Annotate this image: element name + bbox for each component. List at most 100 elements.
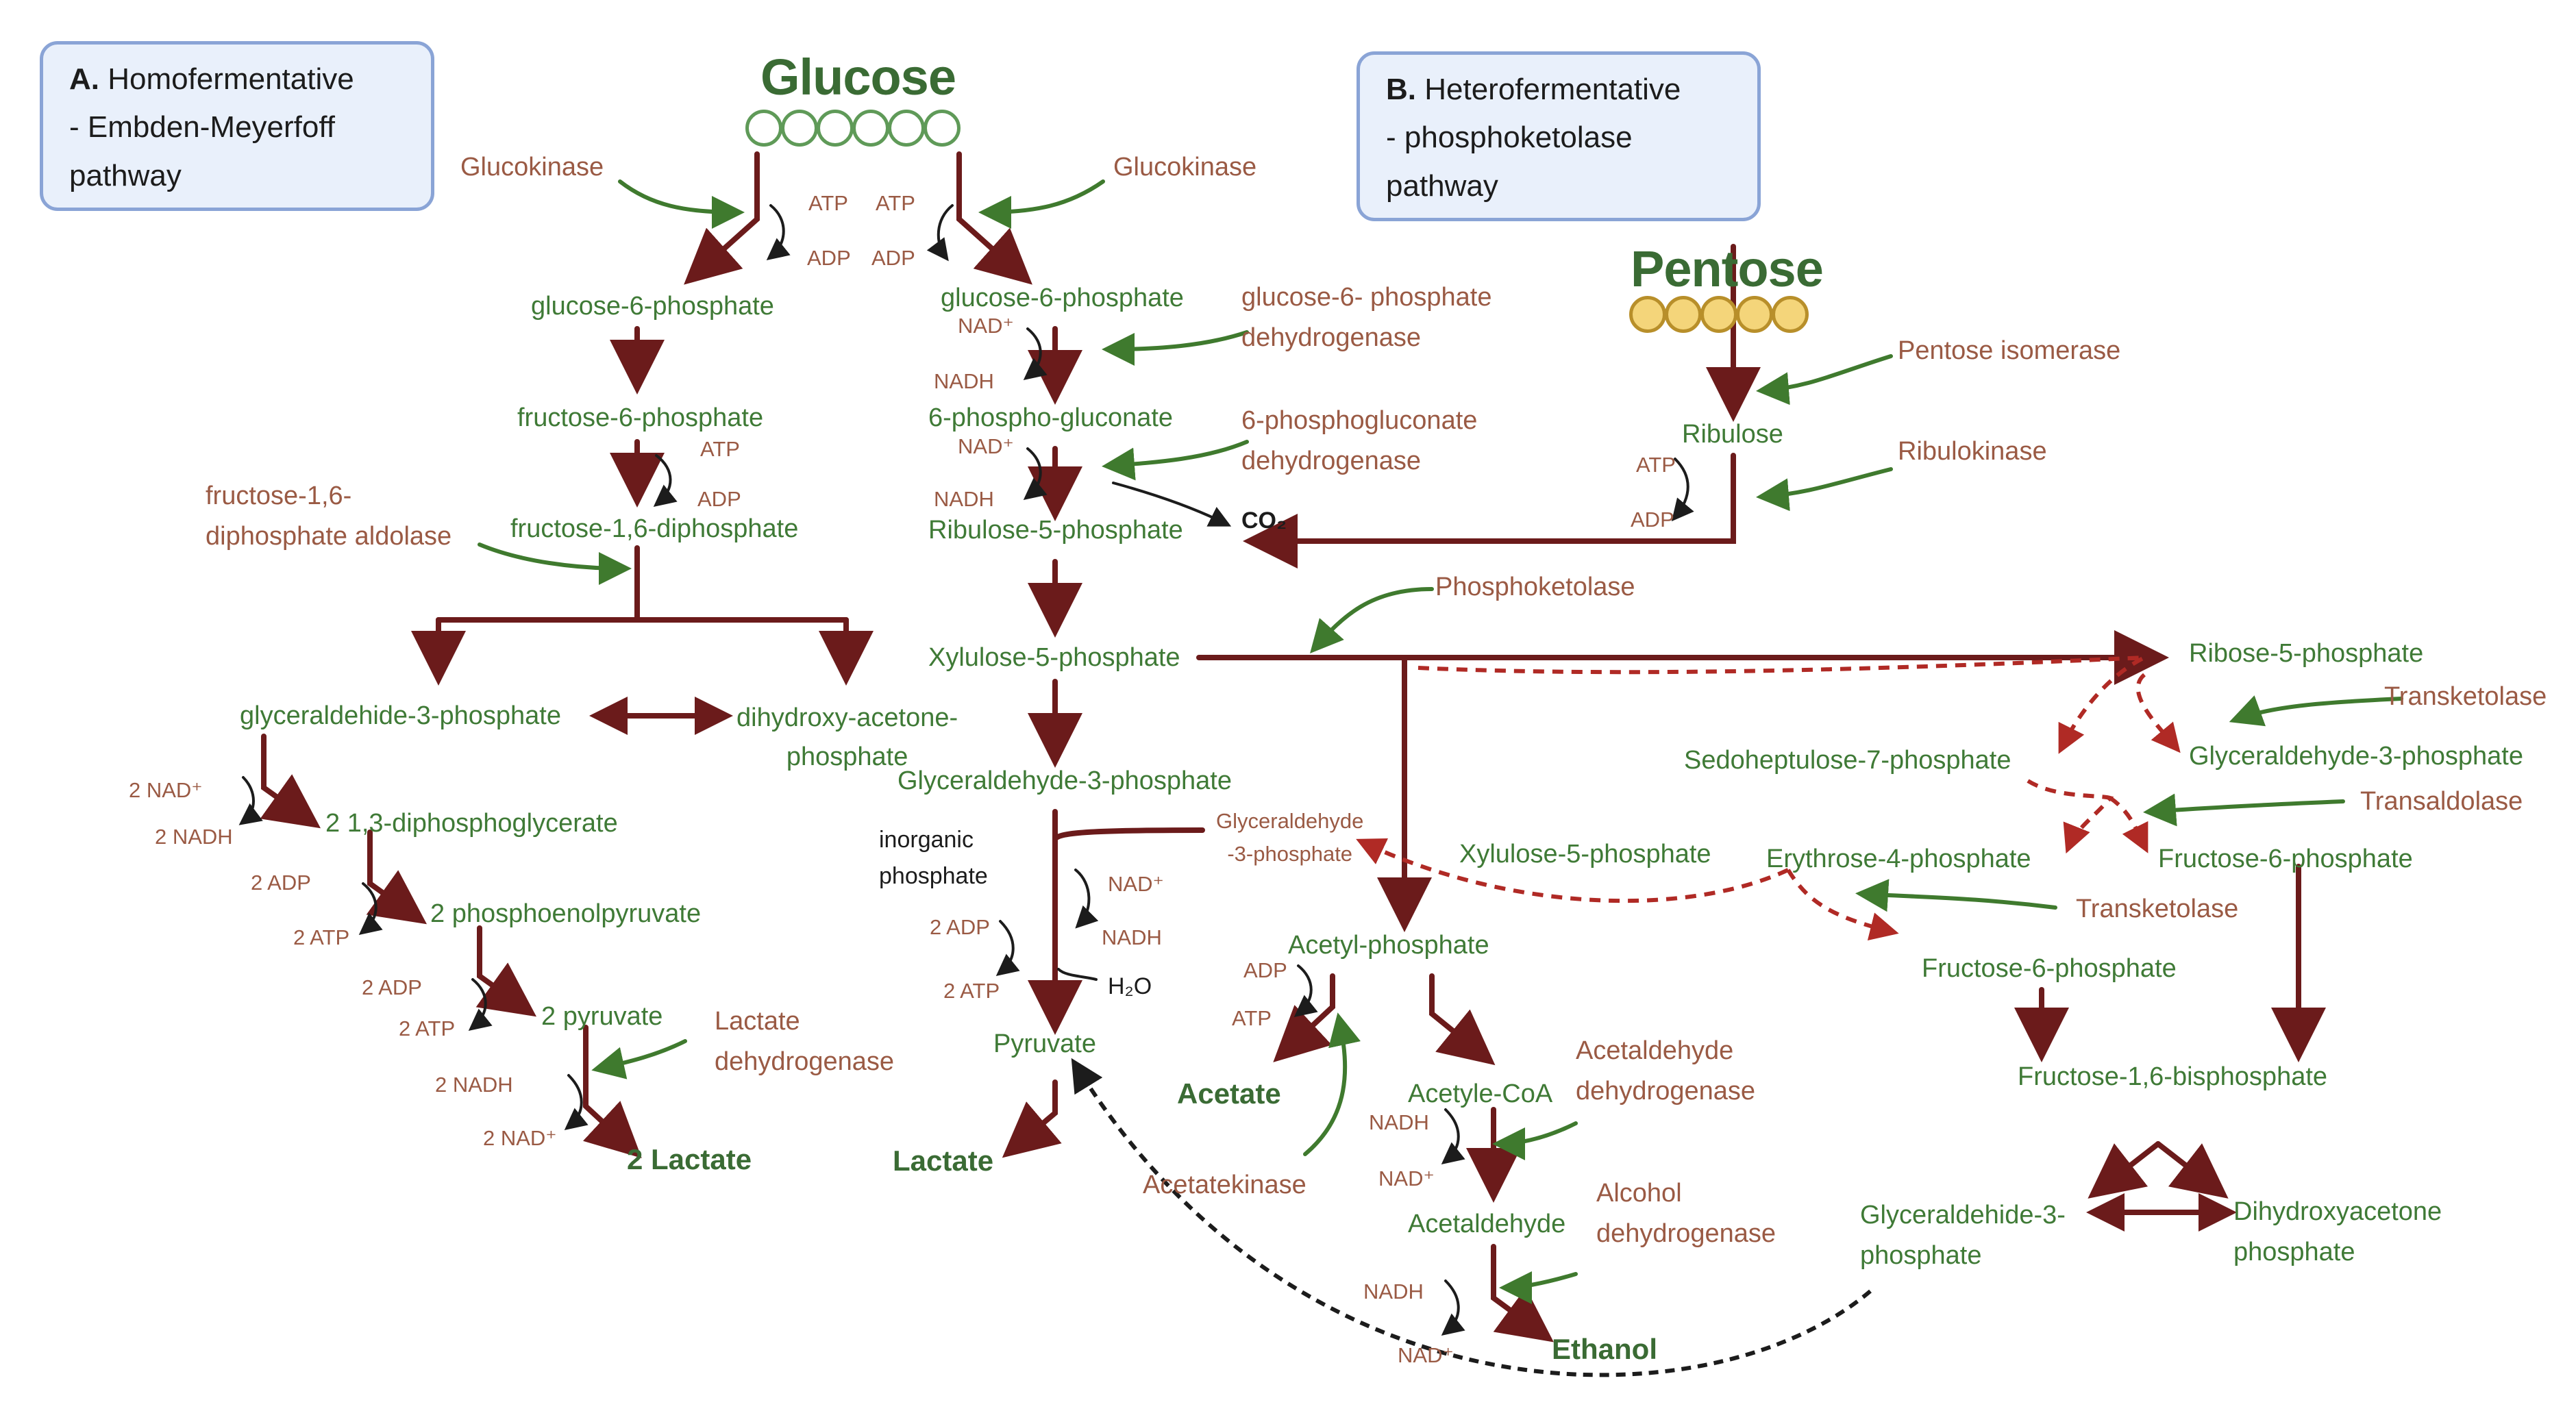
- homofermentative-box: A. Homofermentative - Embden-Meyerfoff p…: [40, 41, 434, 211]
- sedoheptulose-7-phosphate-label: Sedoheptulose-7-phosphate: [1684, 746, 2011, 775]
- erythrose-4-phosphate-label: Erythrose-4-phosphate: [1766, 845, 2031, 873]
- ribulose-label: Ribulose: [1682, 420, 1783, 449]
- cofactor-arrows: [238, 204, 1694, 1336]
- box-b-text: Heterofermentative - phosphoketolase pat…: [1386, 73, 1681, 203]
- hetero-g3p-label: Glyceraldehyde-3-phosphate: [897, 766, 1232, 795]
- homo-nadh1-label: 2 NADH: [155, 825, 233, 849]
- hetero-nad5-label: NAD⁺: [1398, 1343, 1454, 1367]
- homo-ldh-label: Lactate dehydrogenase: [715, 1007, 894, 1076]
- homo-atp4-label: 2 ATP: [399, 1016, 456, 1040]
- homo-glucokinase-label: Glucokinase: [460, 153, 604, 182]
- hetero-co2-label: CO₂: [1241, 508, 1287, 534]
- alcohol-dehydrogenase-label: Alcohol dehydrogenase: [1596, 1179, 1776, 1248]
- heterofermentative-title: B. Heterofermentative - phosphoketolase …: [1386, 66, 1731, 210]
- glucose-title: Glucose: [760, 49, 956, 105]
- dashed-g3p-to-pyruvate-arrow: [1071, 1058, 1872, 1377]
- transketolase-2-label: Transketolase: [2076, 895, 2239, 923]
- acetate-label: Acetate: [1177, 1077, 1281, 1110]
- homo-adp3-label: 2 ADP: [251, 871, 311, 895]
- hetero-nad2-label: NAD⁺: [958, 434, 1014, 458]
- homo-atp-label: ATP: [808, 191, 848, 215]
- box-a-text: Homofermentative - Embden-Meyerfoff path…: [69, 62, 354, 192]
- homo-lactate-label: 2 Lactate: [627, 1143, 752, 1175]
- homo-pyruvate-label: 2 pyruvate: [541, 1002, 663, 1031]
- phosphoketolase-label: Phosphoketolase: [1435, 573, 1635, 601]
- pentose-g3p2-label: Glyceraldehide-3- phosphate: [1860, 1201, 2066, 1270]
- ethanol-label: Ethanol: [1552, 1333, 1657, 1365]
- hetero-nadh2-label: NADH: [934, 487, 994, 511]
- homo-dhap-label: dihydroxy-acetone- phosphate: [736, 703, 958, 771]
- homofermentative-title: A. Homofermentative - Embden-Meyerfoff p…: [69, 55, 405, 200]
- box-a-letter: A.: [69, 62, 99, 96]
- enzyme-arrows: [478, 179, 2403, 1304]
- hetero-nad4-label: NAD⁺: [1378, 1166, 1435, 1190]
- transaldolase-label: Transaldolase: [2360, 787, 2523, 816]
- transketolase-1-label: Transketolase: [2384, 682, 2547, 711]
- hetero-nadh4-label: NADH: [1369, 1110, 1429, 1134]
- homo-adp4-label: 2 ADP: [362, 975, 422, 999]
- h2o-label: H₂O: [1108, 973, 1152, 999]
- acetatekinase-label: Acetatekinase: [1143, 1171, 1306, 1199]
- homo-atp3-label: 2 ATP: [293, 925, 350, 949]
- hetero-adp2-label: 2 ADP: [930, 915, 990, 939]
- homo-f16dp-label: fructose-1,6-diphosphate: [510, 514, 799, 543]
- fructose-16-bisphosphate-label: Fructose-1,6-bisphosphate: [2018, 1062, 2328, 1091]
- pentose-dhap-label: Dihydroxyacetone phosphate: [2233, 1197, 2442, 1266]
- hetero-atp3-label: ATP: [1232, 1006, 1272, 1030]
- pentose-g3p-label: Glyceraldehyde-3-phosphate: [2189, 742, 2523, 771]
- hetero-ru5p-label: Ribulose-5-phosphate: [928, 516, 1183, 545]
- pentose-adp-label: ADP: [1631, 508, 1674, 532]
- hetero-glucokinase-label: Glucokinase: [1113, 153, 1257, 182]
- pentose-title: Pentose: [1631, 240, 1824, 297]
- homo-bpg-label: 2 1,3-diphosphoglycerate: [325, 809, 618, 838]
- homo-adp2-label: ADP: [697, 487, 741, 511]
- homo-nad2-label: 2 NAD⁺: [483, 1126, 557, 1150]
- acetyl-phosphate-label: Acetyl-phosphate: [1288, 931, 1489, 960]
- pentose-isomerase-label: Pentose isomerase: [1898, 336, 2121, 365]
- hetero-g6p-label: glucose-6-phosphate: [941, 284, 1184, 312]
- hetero-pgdh-label: 6-phosphogluconate dehydrogenase: [1241, 406, 1478, 475]
- ribose-5-phosphate-label: Ribose-5-phosphate: [2189, 639, 2424, 668]
- pentose-ring-icon: [1629, 296, 1809, 333]
- hetero-g6pdh-label: glucose-6- phosphate dehydrogenase: [1241, 283, 1492, 352]
- homo-adp-label: ADP: [807, 246, 851, 270]
- hetero-adp3-label: ADP: [1243, 958, 1287, 982]
- homo-g3p-label: glyceraldehide-3-phosphate: [240, 701, 561, 730]
- hetero-pg-label: 6-phospho-gluconate: [928, 403, 1174, 432]
- hetero-nad1-label: NAD⁺: [958, 314, 1014, 338]
- heterofermentative-box: B. Heterofermentative - phosphoketolase …: [1357, 51, 1761, 221]
- hetero-g3p-small-label: Glyceraldehyde -3-phosphate: [1216, 809, 1364, 866]
- fructose-6-phosphate-b-label: Fructose-6-phosphate: [1922, 954, 2177, 983]
- homo-nad1-label: 2 NAD⁺: [129, 778, 203, 802]
- homo-f6p-label: fructose-6-phosphate: [517, 403, 764, 432]
- hetero-nad3-label: NAD⁺: [1108, 872, 1164, 896]
- hetero-pyruvate-label: Pyruvate: [993, 1029, 1096, 1058]
- hetero-lactate-label: Lactate: [893, 1145, 994, 1177]
- box-b-letter: B.: [1386, 73, 1416, 106]
- hetero-nadh1-label: NADH: [934, 369, 994, 393]
- acetyl-coa-label: Acetyle-CoA: [1408, 1079, 1553, 1108]
- acetaldehyde-label: Acetaldehyde: [1408, 1210, 1566, 1238]
- pentose-atp-label: ATP: [1636, 453, 1676, 477]
- homo-g6p-label: glucose-6-phosphate: [531, 292, 774, 321]
- dashed-arrows: [1356, 655, 2181, 941]
- inorganic-phosphate-label: inorganic phosphate: [879, 827, 988, 889]
- hetero-atp2-label: 2 ATP: [943, 979, 1000, 1003]
- acetaldehyde-dehydrogenase-label: Acetaldehyde dehydrogenase: [1576, 1036, 1755, 1106]
- pentose-x5p-label: Xylulose-5-phosphate: [1459, 840, 1711, 869]
- hetero-adp-label: ADP: [871, 246, 915, 270]
- hetero-nadh3-label: NADH: [1102, 925, 1162, 949]
- homo-aldolase-label: fructose-1,6- diphosphate aldolase: [206, 482, 452, 551]
- hetero-nadh5-label: NADH: [1363, 1279, 1424, 1303]
- fructose-6-phosphate-a-label: Fructose-6-phosphate: [2158, 845, 2413, 873]
- hetero-atp-label: ATP: [876, 191, 915, 215]
- homo-nadh2-label: 2 NADH: [435, 1073, 513, 1097]
- glucose-ring-icon: [745, 110, 961, 147]
- homo-pep-label: 2 phosphoenolpyruvate: [430, 899, 702, 928]
- hetero-x5p-label: Xylulose-5-phosphate: [928, 643, 1180, 672]
- homo-atp2-label: ATP: [700, 437, 740, 461]
- ribulokinase-label: Ribulokinase: [1898, 437, 2047, 466]
- homo-arrows: [260, 151, 874, 1158]
